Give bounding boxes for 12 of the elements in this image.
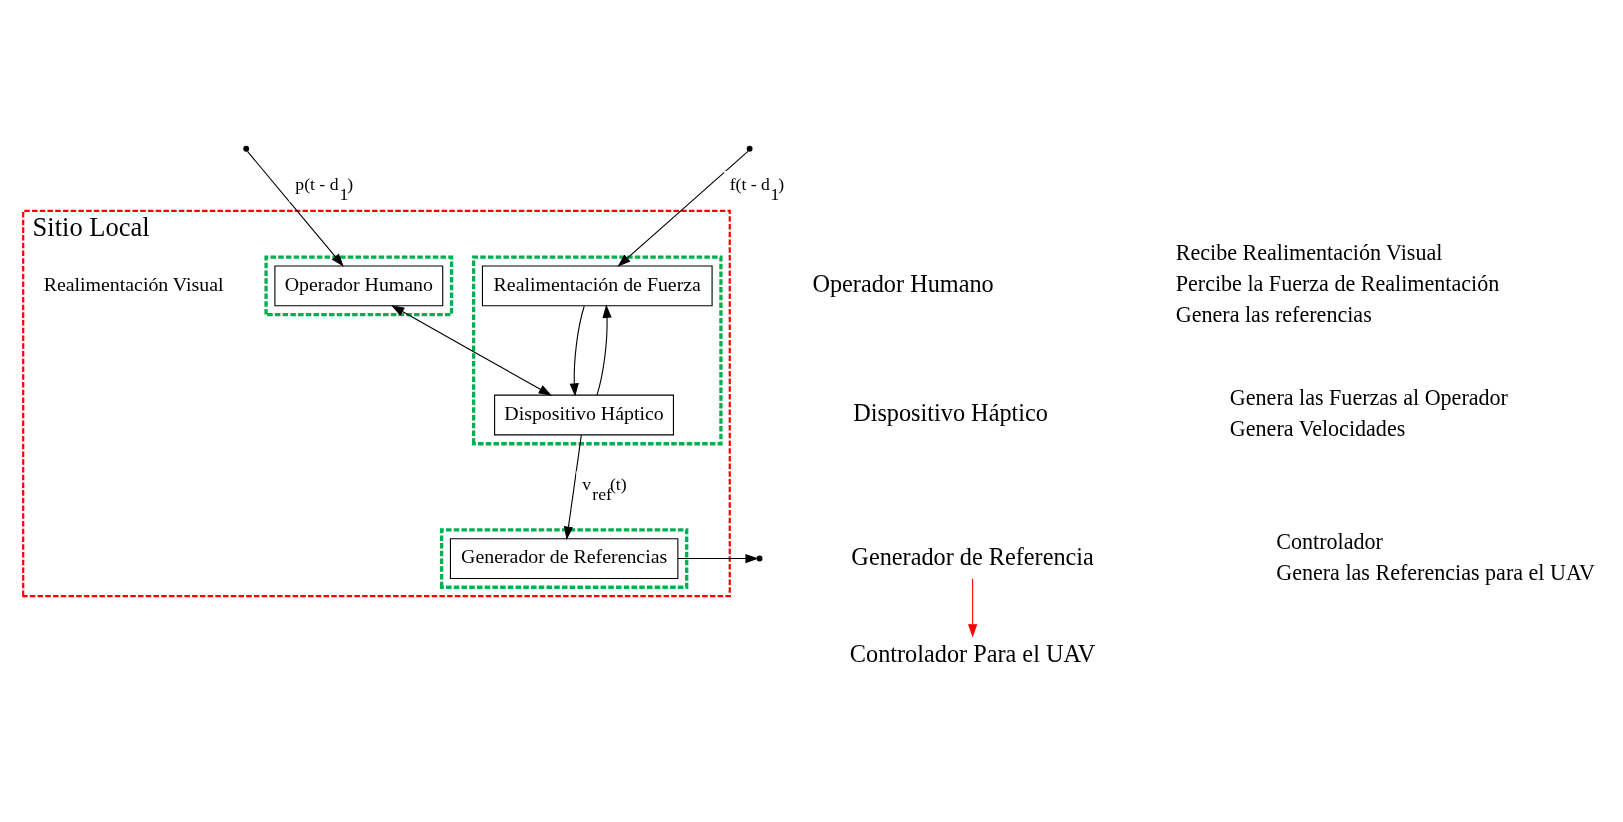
node-text: Generador de Referencia	[850, 542, 1094, 570]
node-text: Operador Humano	[811, 270, 994, 298]
node-text: Controlador Para el UAV	[849, 639, 1095, 667]
label: Realimentación Visual	[43, 272, 224, 295]
node-label: Controlador	[1275, 528, 1383, 554]
node-label: Recibe Realimentación Visual	[1175, 240, 1442, 266]
node-label: Genera las referencias	[1175, 302, 1372, 328]
node-label: Percibe la Fuerza de Realimentación	[1175, 271, 1499, 297]
node-label: Genera Velocidades	[1229, 416, 1405, 442]
node-label: Genera las Referencias para el UAV	[1275, 559, 1595, 585]
node-text: Dispositivo Háptico	[852, 399, 1048, 427]
node-label: Genera las Fuerzas al Operador	[1229, 385, 1508, 411]
